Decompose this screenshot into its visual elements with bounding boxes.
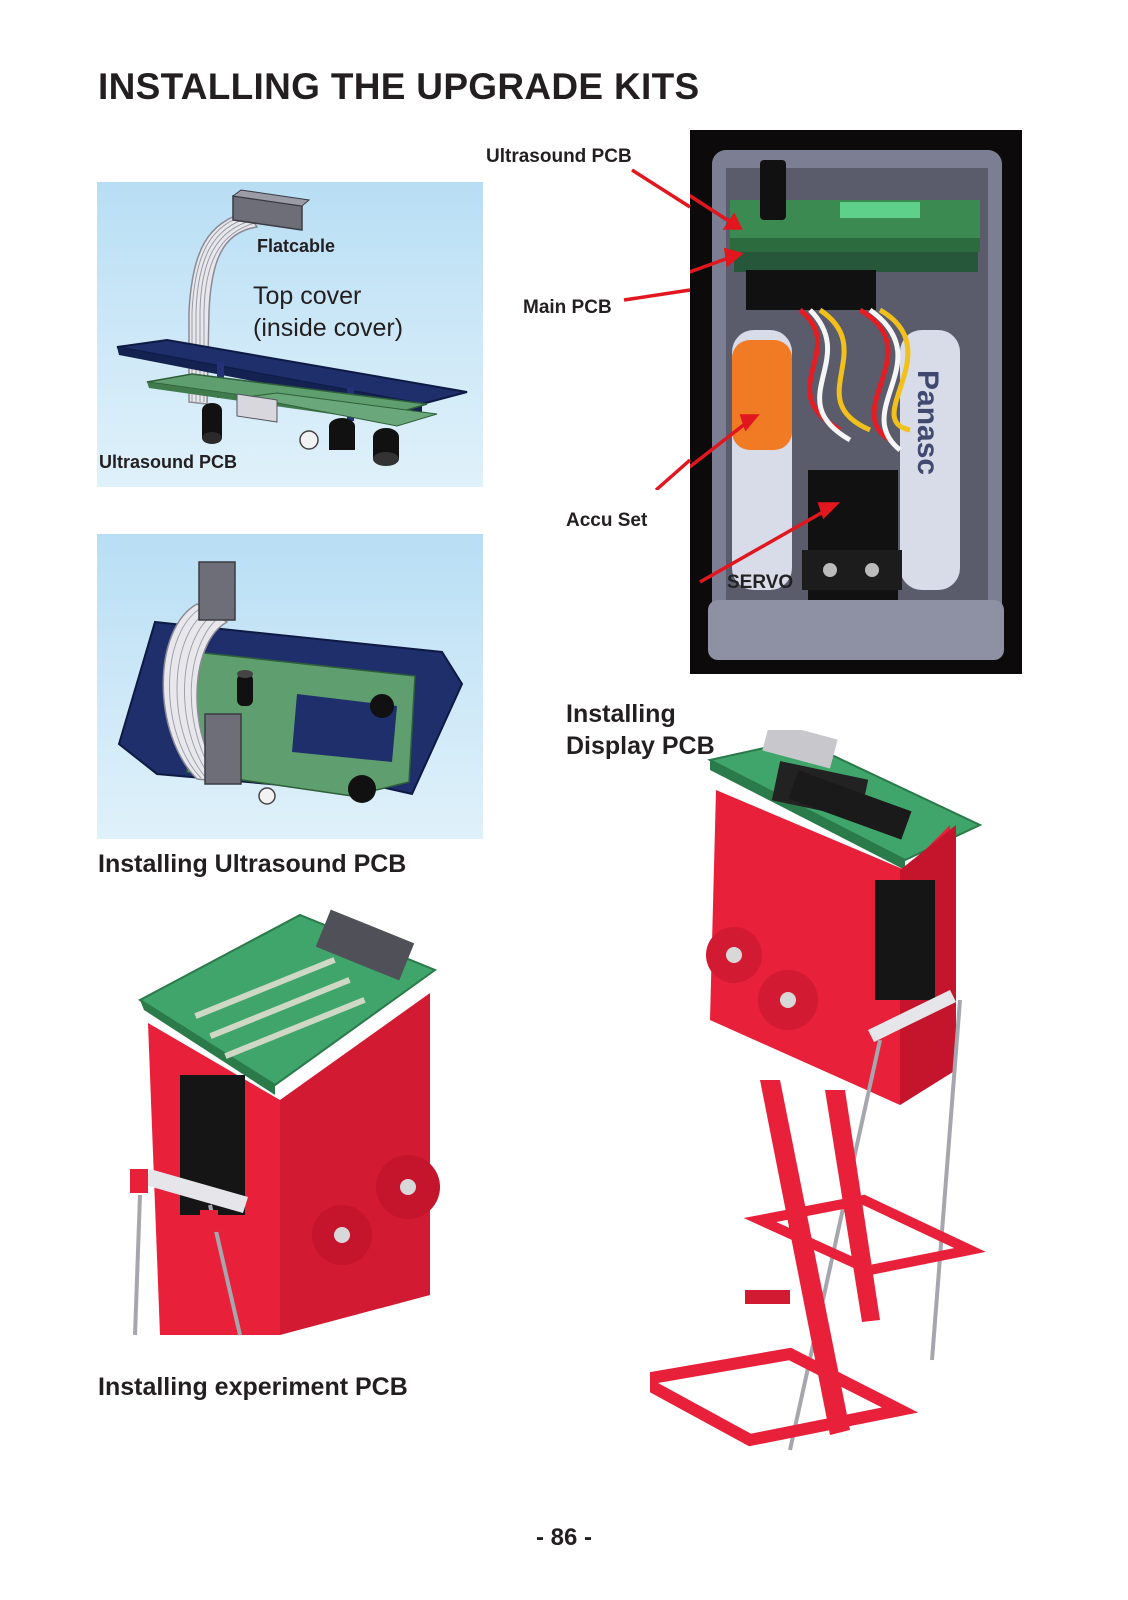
cad-assembly-drawing: [116, 189, 468, 466]
caption-display-line-2: Display PCB: [566, 732, 715, 760]
label-main-pcb: Main PCB: [523, 297, 612, 318]
label-accu-set: Accu Set: [566, 510, 648, 531]
battery-brand-text: Panasc: [911, 370, 944, 475]
cad-ultrasound-pcb-label: Ultrasound PCB: [99, 452, 238, 472]
page-number: - 86 -: [535, 1524, 592, 1551]
label-ultrasound-pcb: Ultrasound PCB: [486, 146, 632, 167]
cad-bottom-view-drawing: [117, 561, 464, 805]
label-servo: SERVO: [727, 572, 794, 593]
page-title: INSTALLING THE UPGRADE KITS: [98, 66, 700, 107]
caption-installing-experiment: Installing experiment PCB: [98, 1373, 408, 1401]
top-cover-line-1: Top cover: [253, 282, 362, 310]
photo-robot-display-pcb: [650, 730, 1000, 1520]
robot-interior-drawing: Panasc: [690, 150, 1004, 660]
label-arrows-outer: [623, 168, 692, 490]
robot-experiment-drawing: [130, 909, 440, 1336]
caption-installing-ultrasound: Installing Ultrasound PCB: [98, 850, 407, 878]
flatcable-label: Flatcable: [257, 236, 336, 256]
robot-display-drawing: [650, 730, 986, 1451]
photo-robot-interior: Panasc: [690, 130, 1022, 674]
cad-ultrasound-assembly-figure: Flatcable Top cover (inside cover) Ultra…: [97, 182, 483, 487]
photo-robot-experiment-pcb: [130, 905, 450, 1345]
top-cover-line-2: (inside cover): [253, 314, 404, 342]
cad-bottom-view-figure: [97, 534, 483, 839]
caption-installing-display: Installing Display PCB: [566, 698, 715, 762]
caption-display-line-1: Installing: [566, 700, 676, 728]
top-cover-label: Top cover (inside cover): [253, 280, 403, 344]
